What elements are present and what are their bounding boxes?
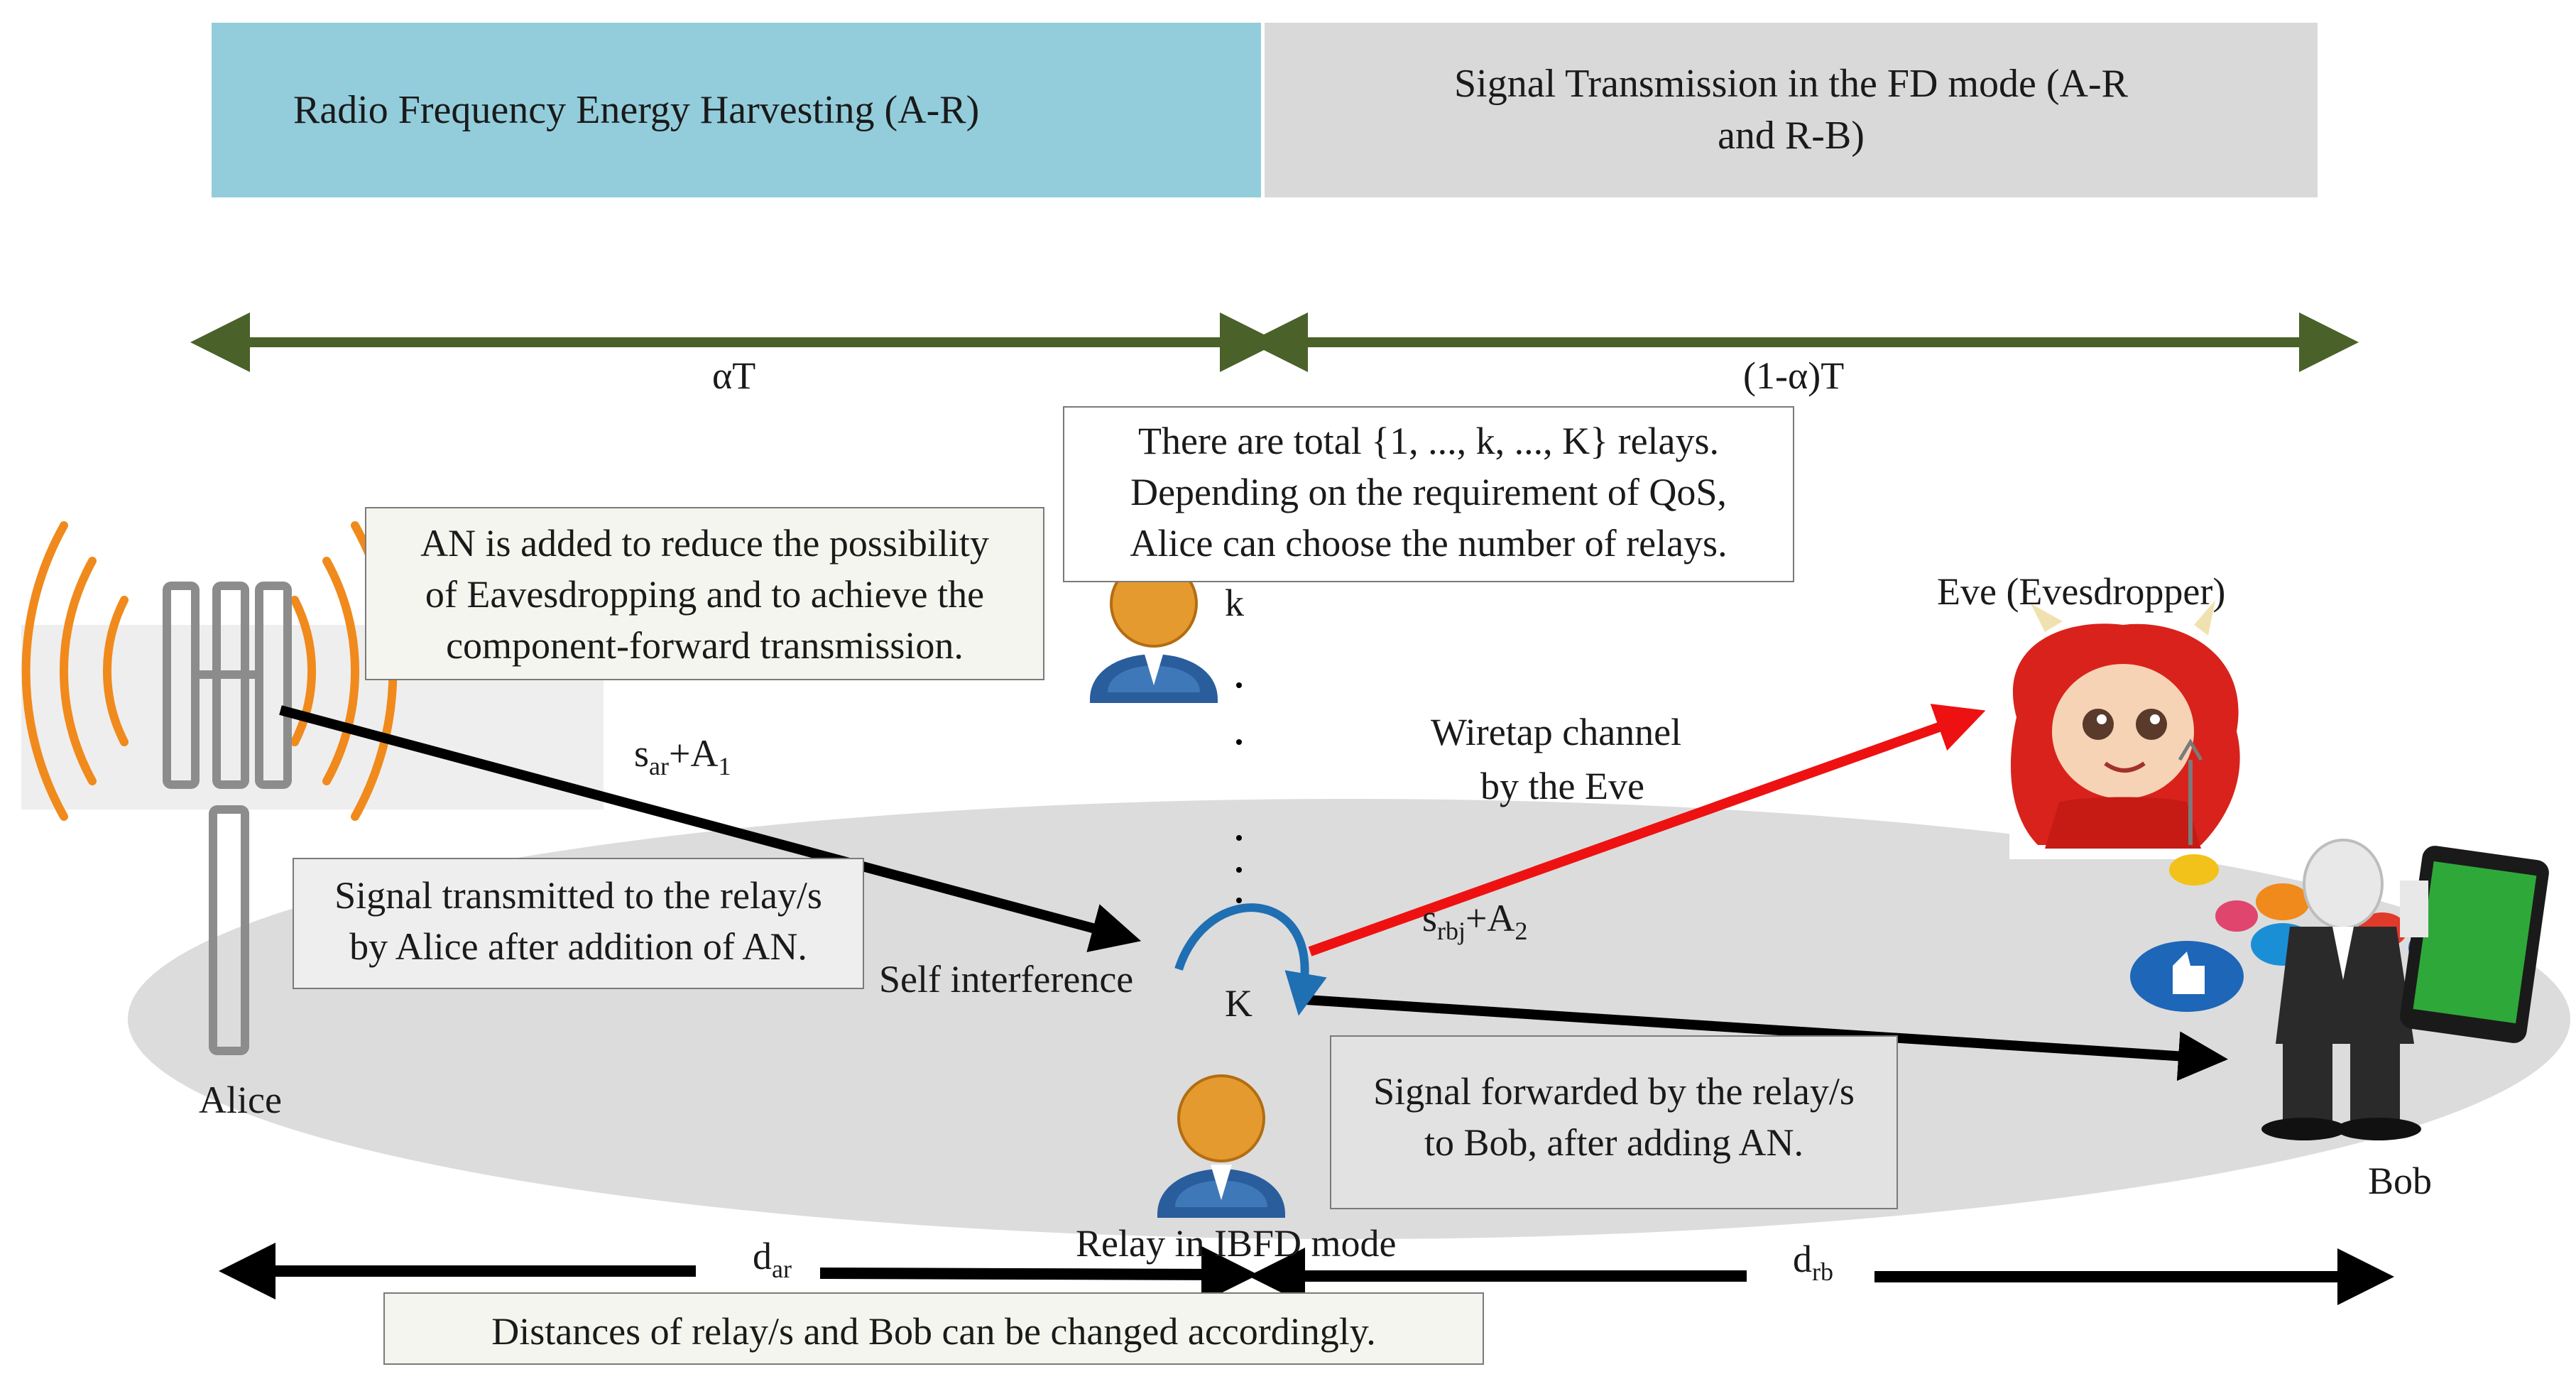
d-rb-base: d [1793, 1238, 1812, 1280]
self-interference-arrow [1174, 903, 1327, 1016]
s-ar-a1-label: sar+A1 [634, 731, 731, 781]
s-ar-base: s [634, 732, 650, 775]
alpha-t-label: αT [712, 354, 756, 397]
relays-note: There are total {1, ..., k, ..., K} rela… [1063, 406, 1794, 582]
relay-to-bob-arrow [1306, 995, 2228, 1081]
s-rb-base: s [1422, 897, 1438, 939]
relay-ellipsis-dots [1236, 682, 1242, 903]
cell-tower-icon [163, 582, 292, 1055]
relay-user-icon [1157, 1074, 1285, 1218]
energy-harvesting-label: Radio Frequency Energy Harvesting (A-R) [293, 87, 980, 132]
relay-k-label: k [1225, 582, 1244, 624]
d-rb-subscript: rb [1812, 1257, 1833, 1286]
eve-devil-icon [2009, 600, 2244, 859]
wiretap-arrow [1308, 704, 1986, 956]
d-ar-subscript: ar [772, 1254, 792, 1283]
distances-note: Distances of relay/s and Bob can be chan… [383, 1292, 1484, 1365]
s-rb-a2-label: srbj+A2 [1422, 896, 1527, 946]
bob-label: Bob [2368, 1160, 2433, 1202]
wiretap-label-line1: Wiretap channel [1431, 711, 1682, 753]
s-ar-subscript: ar [649, 751, 669, 780]
alice-label: Alice [199, 1079, 282, 1121]
s-rb-subscript: rbj [1437, 916, 1466, 945]
alice-to-relay-arrow [279, 705, 1142, 952]
a2-base: +A [1466, 897, 1515, 939]
energy-harvesting-phase: Radio Frequency Energy Harvesting (A-R) [212, 23, 1261, 197]
self-interference-label: Self interference [879, 958, 1134, 1001]
d-ar-arrow-right [819, 1246, 1258, 1303]
eve-label: Eve (Evesdropper) [1937, 570, 2226, 613]
alice-transmission-note: Signal transmitted to the relay/s by Ali… [293, 858, 864, 989]
relay-forward-note: Signal forwarded by the relay/s to Bob, … [1330, 1035, 1898, 1209]
wiretap-label-line2: by the Eve [1480, 765, 1644, 807]
one-minus-alpha-t-label: (1-α)T [1743, 354, 1845, 397]
a1-base: +A [668, 732, 719, 775]
signal-transmission-label: Signal Transmission in the FD mode (A-R … [1454, 62, 2128, 158]
relay-K-label: K [1225, 982, 1252, 1025]
bob-smartphone-icon [2261, 839, 2549, 1140]
a2-subscript: 2 [1515, 916, 1528, 945]
d-rb-label: drb [1793, 1237, 1833, 1287]
a1-subscript: 1 [718, 751, 731, 780]
d-ar-base: d [753, 1235, 772, 1277]
artificial-noise-note: AN is added to reduce the possibility of… [365, 507, 1044, 680]
d-ar-label: dar [753, 1234, 792, 1284]
relay-user-icon [1090, 560, 1218, 703]
signal-transmission-phase: Signal Transmission in the FD mode (A-R … [1265, 23, 2318, 197]
relay-mode-label: Relay in IBFD mode [1076, 1222, 1397, 1265]
